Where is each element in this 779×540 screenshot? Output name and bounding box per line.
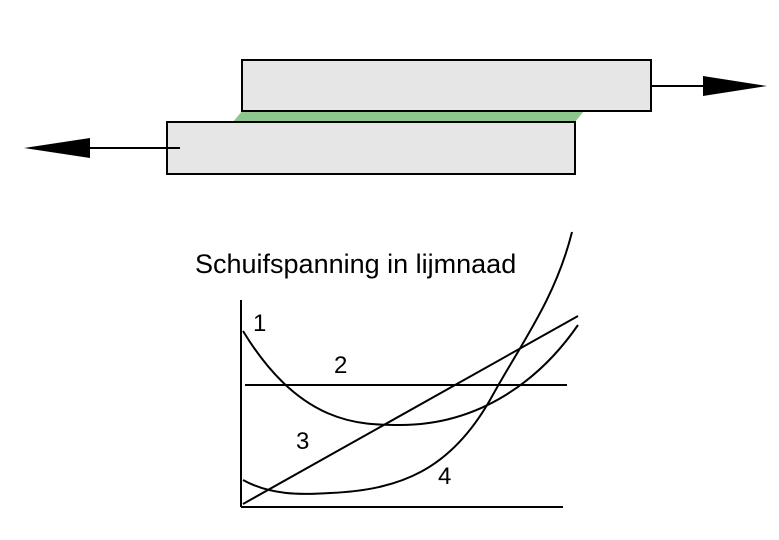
adhesive-layer (233, 111, 584, 122)
left-force-arrow (24, 138, 180, 158)
curve-label-2: 2 (334, 352, 347, 379)
curve-label-4: 4 (438, 463, 451, 490)
curve-1 (242, 324, 579, 427)
curve-label-3: 3 (296, 428, 309, 455)
curve-3 (242, 315, 579, 505)
right-force-arrow (651, 76, 767, 96)
bottom-plate (166, 121, 576, 175)
graph-title: Schuifspanning in lijmnaad (195, 249, 516, 279)
top-plate (241, 59, 652, 112)
graph-axes (240, 300, 563, 508)
curve-label-1: 1 (253, 310, 266, 337)
curve-4 (242, 231, 573, 495)
